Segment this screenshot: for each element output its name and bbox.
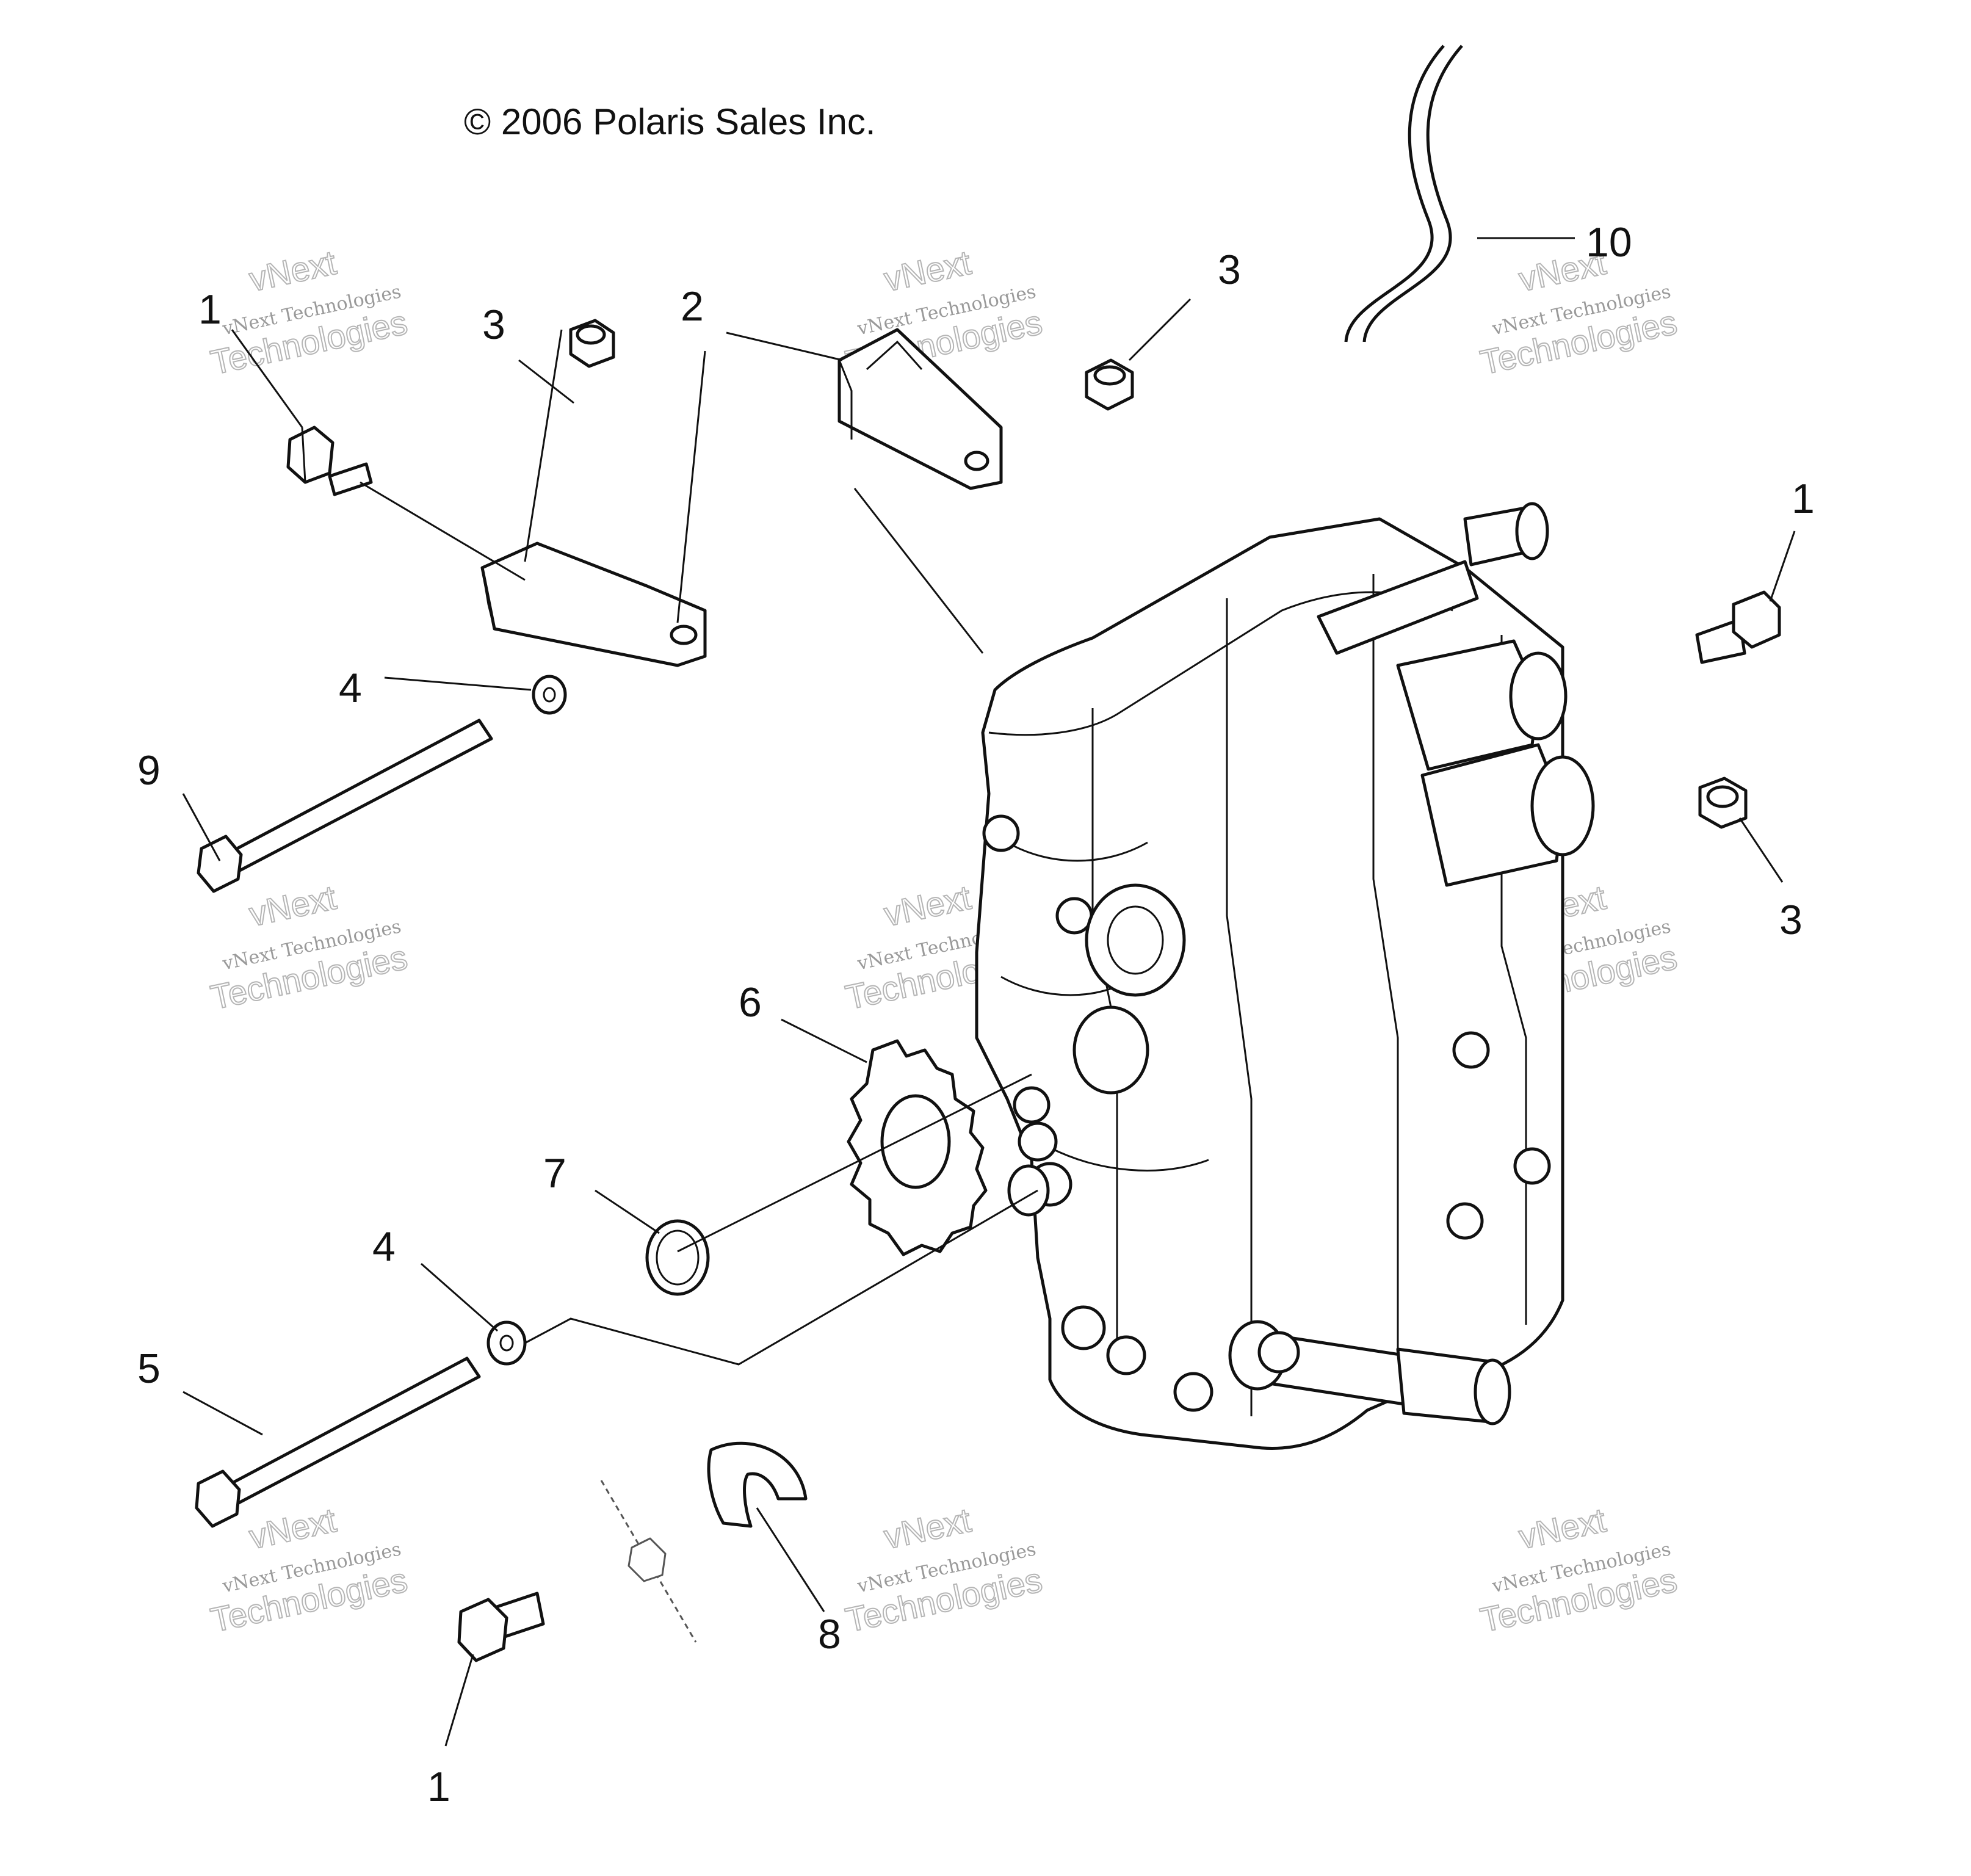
leader-line [524, 1189, 1038, 1366]
callout-label: 5 [137, 1345, 161, 1392]
callout-label: 3 [482, 302, 505, 348]
flange-nut-top-mid [1085, 358, 1134, 411]
callout-label: 2 [681, 283, 704, 330]
flange-bolt-bottom [457, 1592, 545, 1662]
half-moon-key [707, 1441, 808, 1528]
callout-label: 1 [198, 286, 222, 333]
leader-line [444, 1654, 474, 1747]
watermark-bottom-mid: vNext Technologies vNext Technologies [842, 1500, 1046, 1640]
leader-line [756, 1507, 825, 1612]
long-bolt-lower [195, 1356, 481, 1528]
watermark-line: vNext [246, 878, 340, 933]
callout-label: 3 [1218, 247, 1241, 293]
leader-line [676, 350, 706, 623]
callout-label: 8 [818, 1611, 841, 1657]
leader-line [726, 331, 843, 361]
washer-lower [486, 1320, 527, 1366]
watermark-line: vNext [246, 1501, 340, 1556]
leader-line [183, 1391, 263, 1436]
callout-label: 1 [427, 1764, 450, 1810]
output-shaft-top [1317, 502, 1595, 887]
leader-line [1769, 531, 1796, 602]
callout-label: 3 [1779, 897, 1803, 943]
long-bolt-upper [197, 719, 493, 893]
leader-line [781, 1018, 867, 1063]
bracket-part-lower [480, 541, 707, 667]
watermark-top-right: vNext Technologies vNext Technologies [1477, 242, 1681, 383]
leader-line [384, 676, 532, 691]
leader-line [360, 481, 526, 581]
watermark-line: vNext [246, 243, 340, 299]
cable-part [1344, 45, 1463, 342]
callout-label: 9 [137, 747, 161, 794]
callout-label: 10 [1586, 219, 1632, 266]
flange-bolt-top-left [286, 426, 373, 496]
output-shaft-bottom [1228, 1320, 1511, 1425]
leader-line [182, 793, 221, 861]
watermark-top-left: vNext Technologies vNext Technologies [207, 242, 411, 383]
callout-label: 1 [1792, 476, 1815, 522]
leader-line [1128, 298, 1192, 361]
flange-bolt-right [1695, 590, 1781, 664]
leader-line [518, 359, 574, 404]
watermark-mid-left: vNext Technologies vNext Technologies [207, 877, 411, 1018]
callout-label: 4 [339, 665, 362, 711]
leader-line [595, 1189, 660, 1234]
snap-ring [645, 1219, 710, 1296]
drive-sprocket [847, 1039, 988, 1256]
watermark-bottom-right: vNext Technologies vNext Technologies [1477, 1500, 1681, 1640]
flange-nut-top-left [569, 319, 615, 368]
gearcase-housing [975, 517, 1564, 1450]
copyright-text: © 2006 Polaris Sales Inc. [464, 101, 876, 142]
leader-line [231, 329, 303, 428]
leader-line [677, 1073, 1032, 1253]
leader-line [1738, 817, 1784, 883]
mounting-bosses [1007, 1121, 1300, 1412]
watermark-line: vNext [1516, 1501, 1610, 1556]
watermark-line: vNext [881, 878, 975, 933]
washer-upper [532, 675, 567, 715]
flange-nut-right [1698, 777, 1748, 829]
leader-line [853, 488, 984, 654]
callout-label: 7 [543, 1150, 566, 1197]
watermark-line: vNext [881, 1501, 975, 1556]
callout-label: 6 [739, 979, 762, 1026]
bracket-part-upper [837, 328, 1003, 490]
watermark-line: vNext [881, 243, 975, 299]
dashed-axis [600, 1480, 697, 1643]
leader-line [421, 1262, 498, 1332]
leader-line [524, 329, 563, 562]
callout-label: 4 [372, 1223, 396, 1270]
